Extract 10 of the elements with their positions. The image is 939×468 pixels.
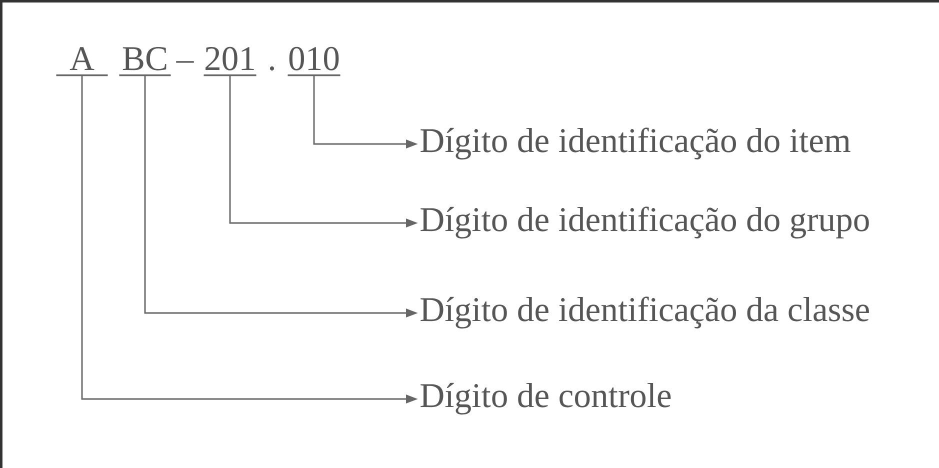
separator: – [176,61,194,63]
underlined-code: A [56,47,108,76]
underlined-code: BC [119,47,171,76]
description-text: Dígito de identificação da classe [420,296,869,328]
underlined-code: 201 [204,46,256,76]
separator: . [270,66,274,70]
description-text: Dígito de identificação do item [420,128,850,160]
underlined-code: 010 [288,46,340,76]
description-text: Dígito de identificação do grupo [420,206,869,238]
description-text: Dígito de controle [420,382,671,414]
